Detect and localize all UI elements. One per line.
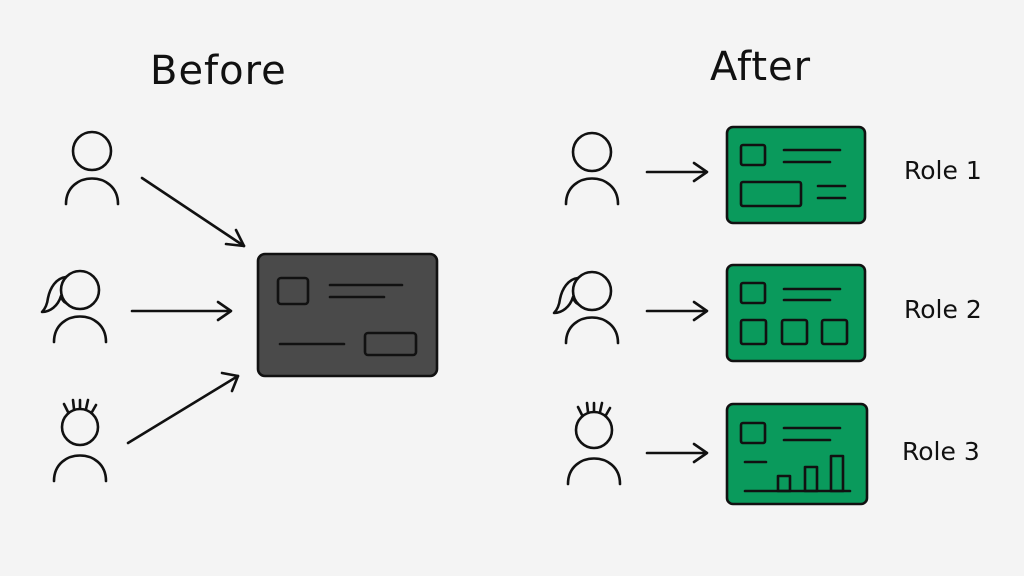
before-heading: Before bbox=[150, 48, 287, 94]
person-spiky-hair-icon bbox=[52, 398, 108, 483]
person-ponytail-icon bbox=[552, 270, 620, 345]
shared-dashboard-card bbox=[256, 252, 439, 378]
person-ponytail-icon bbox=[40, 269, 108, 344]
arrow-icon bbox=[140, 176, 246, 248]
role-1-label: Role 1 bbox=[904, 156, 982, 185]
after-heading: After bbox=[710, 44, 812, 90]
person-icon bbox=[64, 130, 120, 206]
role-1-dashboard-card bbox=[725, 125, 867, 225]
person-icon bbox=[564, 131, 620, 206]
role-2-label: Role 2 bbox=[904, 295, 982, 324]
arrow-icon bbox=[126, 371, 240, 445]
role-2-dashboard-card bbox=[725, 263, 867, 363]
person-spiky-hair-icon bbox=[566, 401, 622, 486]
role-3-dashboard-card bbox=[725, 402, 869, 506]
arrow-icon bbox=[130, 300, 233, 322]
arrow-icon bbox=[645, 161, 709, 183]
arrow-icon bbox=[645, 442, 709, 464]
role-3-label: Role 3 bbox=[902, 437, 980, 466]
arrow-icon bbox=[645, 300, 709, 322]
